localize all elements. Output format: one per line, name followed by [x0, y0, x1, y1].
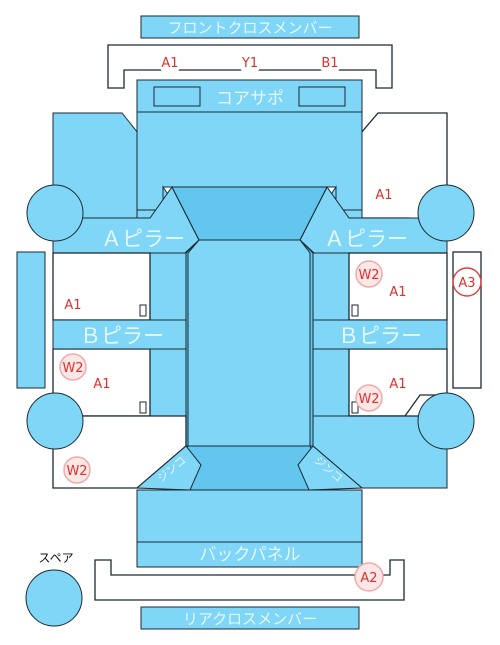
left-rear-w2-code: W2 [62, 361, 83, 376]
spare-label: スペア [38, 551, 73, 565]
rear-a2-code: A2 [360, 571, 377, 586]
core-support[interactable] [136, 79, 363, 113]
front-y1-code: Y1 [241, 56, 258, 71]
wheel-rear-right[interactable] [417, 392, 475, 450]
core-support-label: コアサポ [216, 89, 284, 109]
front-y1-badge [238, 50, 262, 74]
right-inner-pillar-front[interactable] [312, 252, 350, 321]
b-pillar-right-label: Ｂピラー [338, 324, 422, 348]
left-side-sill[interactable] [16, 251, 46, 389]
back-panel-label: バックパネル [199, 545, 300, 565]
left-rear-door-handle [139, 401, 147, 414]
trunk-lid[interactable] [136, 489, 363, 543]
roof-panel[interactable] [187, 239, 311, 447]
front-a1-badge [158, 50, 182, 74]
left-bottom-w2-code: W2 [66, 464, 87, 479]
rear-cross-member[interactable] [140, 606, 360, 630]
left-rear-a1-code: A1 [93, 377, 110, 392]
rear-bracket-outline [94, 559, 405, 601]
b-pillar-left-panel[interactable] [52, 319, 187, 350]
right-a3-badge [452, 267, 482, 297]
right-side-sill[interactable] [452, 251, 482, 389]
right-a3-code: A3 [458, 276, 475, 291]
wheel-front-left[interactable] [26, 184, 84, 242]
rear-deck[interactable] [135, 445, 202, 491]
right-rear-w2-badge [355, 384, 383, 412]
left-front-door[interactable] [52, 252, 151, 321]
left-inner-pillar-rear[interactable] [149, 348, 187, 417]
front-a1-code: A1 [161, 56, 178, 71]
back-panel[interactable] [136, 541, 363, 568]
right-mid-w2-code: W2 [358, 268, 379, 283]
right-mid-a1-code: A1 [389, 285, 406, 300]
a-pillar-right-label: Ａピラー [324, 227, 408, 251]
b-pillar-left-label: Ｂピラー [80, 324, 164, 348]
right-rear-a1-code: A1 [389, 377, 406, 392]
left-bottom-w2-badge [63, 456, 91, 484]
a-pillar-left-label: Ａピラー [101, 227, 185, 251]
left-front-door-handle [139, 304, 147, 317]
rear-a2-badge [354, 562, 384, 592]
front-b1-code: B1 [321, 56, 338, 71]
left-rear-w2-badge [59, 353, 87, 381]
rear-cross-member-label: リアクロスメンバー [183, 610, 317, 628]
right-mid-w2-badge [355, 260, 383, 288]
wheel-rear-left[interactable] [26, 392, 84, 450]
right-rear-door-handle [351, 401, 359, 414]
b-pillar-right-panel[interactable] [312, 319, 448, 350]
right-front-a1-code: A1 [375, 188, 392, 203]
wheel-front-right[interactable] [417, 184, 475, 242]
rear-deck-right[interactable] [297, 445, 364, 491]
front-b1-badge [318, 50, 342, 74]
left-inner-pillar-front[interactable] [149, 252, 187, 321]
right-inner-pillar-rear[interactable] [312, 348, 350, 417]
right-rear-w2-code: W2 [358, 392, 379, 407]
spare-tire[interactable] [25, 569, 83, 627]
left-mid-a1-code: A1 [64, 298, 81, 313]
core-support-hole-right [298, 86, 346, 107]
windshield[interactable] [171, 186, 328, 241]
front-cross-member[interactable] [140, 15, 360, 39]
front-cross-member-label: フロントクロスメンバー [167, 19, 332, 37]
right-front-door-handle [351, 304, 359, 317]
core-support-hole-left [153, 86, 201, 107]
